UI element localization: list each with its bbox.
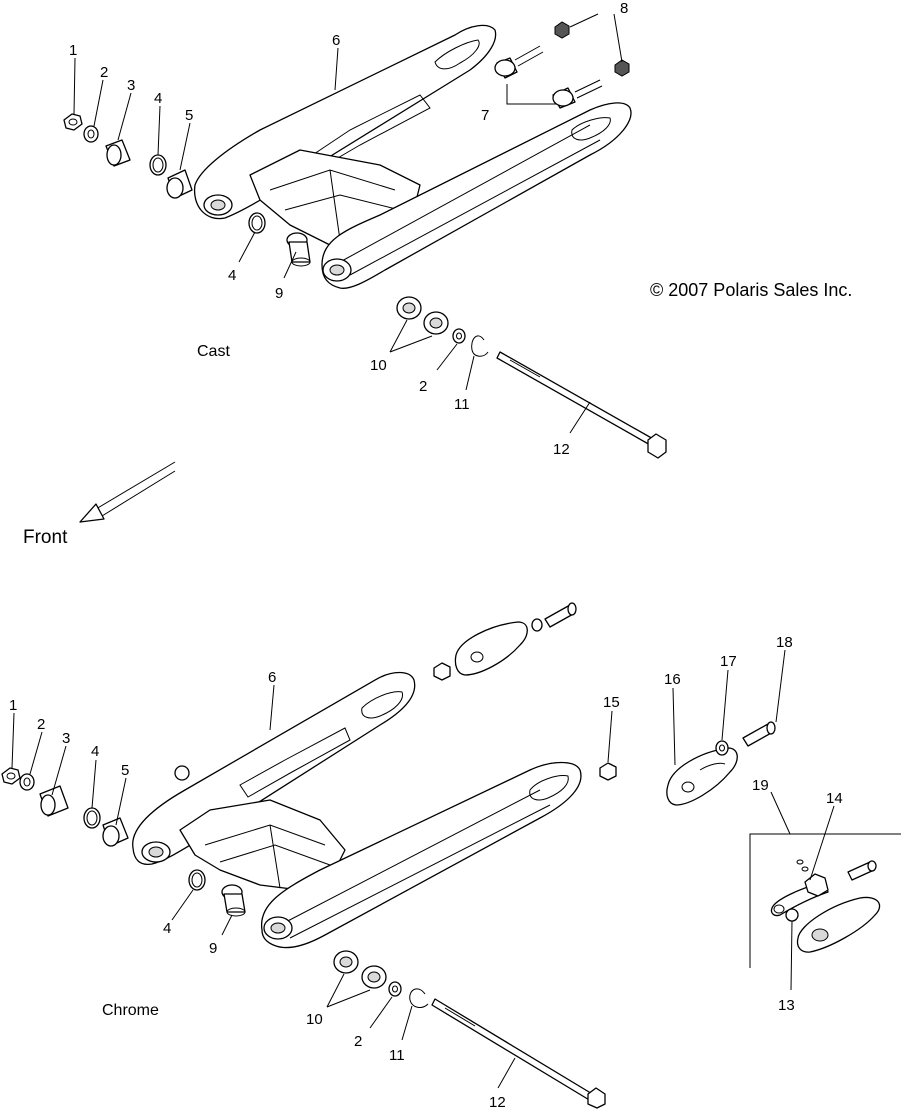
cast-crossbrace-ribs: [269, 169, 401, 241]
cast-callout-2: 2: [100, 64, 108, 81]
cast-axle-bore-inner: [329, 264, 345, 276]
chrome-axle-bearing-1: [333, 950, 359, 974]
chrome-callout-1: 1: [9, 697, 17, 714]
chrome-upper-slot: [361, 691, 404, 719]
cast-swingarm-lower-arm: [321, 102, 632, 289]
chrome-ring-lower: [188, 869, 206, 891]
chrome-adjuster-nut: [599, 762, 617, 781]
cast-callout-6: 6: [332, 32, 340, 49]
chrome-callout-10: 10: [306, 1011, 323, 1028]
front-label: Front: [23, 527, 68, 548]
cast-callout-12: 12: [553, 441, 570, 458]
chrome-upper-adjuster-block: [433, 602, 577, 681]
chrome-callout-9: 9: [209, 940, 217, 957]
chrome-callout-16: 16: [664, 671, 681, 688]
chrome-callout-14: 14: [826, 790, 843, 807]
cast-shock-hardware: [494, 21, 630, 109]
cast-pivot-retaining-ring: [149, 154, 167, 176]
chrome-callout-4: 4: [91, 743, 99, 760]
cast-axle-washer: [452, 328, 466, 344]
cast-axle-bearing-2: [423, 311, 449, 335]
chrome-crossbrace-ribs: [204, 824, 331, 889]
cast-callout-4: 4: [154, 90, 162, 107]
chrome-upper-window: [239, 727, 351, 798]
chrome-axle-bore-inner: [270, 922, 286, 934]
cast-pivot-washer: [83, 125, 99, 143]
cast-callout-4b: 4: [228, 267, 236, 284]
cast-callout-5: 5: [185, 107, 193, 124]
cast-pivot-nut: [63, 113, 83, 131]
chrome-leader-lines: [11, 649, 835, 1089]
chrome-callout-12: 12: [489, 1094, 506, 1109]
cast-flanged-bushing: [286, 232, 311, 267]
chrome-swingarm-lower-arm: [260, 761, 582, 949]
chrome-axle-retaining-ring: [409, 988, 429, 1008]
cast-callout-10: 10: [370, 357, 387, 374]
chrome-callout-17: 17: [720, 653, 737, 670]
chrome-callout-6: 6: [268, 669, 276, 686]
chrome-lower-arm-highlight: [279, 789, 551, 939]
chrome-lower-slot: [529, 775, 569, 801]
cast-callout-8: 8: [620, 0, 628, 17]
cast-lower-arm-highlight: [339, 124, 601, 276]
chrome-adjuster-bolt: [742, 721, 776, 747]
copyright-notice: © 2007 Polaris Sales Inc.: [650, 280, 852, 300]
chrome-callout-5: 5: [121, 762, 129, 779]
chrome-callout-4b: 4: [163, 920, 171, 937]
cast-assembly: 1 2 3 4 5 6 7 8 4 9 10 2 11 12 Cast: [63, 0, 667, 459]
chrome-callout-13: 13: [778, 997, 795, 1014]
chrome-pivot-stub: [174, 765, 190, 781]
cast-callout-9: 9: [275, 285, 283, 302]
cast-lower-slot: [571, 117, 611, 141]
cast-axle-retaining-ring: [471, 335, 489, 357]
front-arrow-icon: [79, 461, 176, 523]
cast-callout-2b: 2: [419, 378, 427, 395]
chrome-pivot-bore-inner: [148, 846, 164, 858]
chrome-pivot-washer: [19, 773, 35, 791]
chrome-callout-11: 11: [389, 1047, 405, 1064]
cast-leader-lines: [73, 13, 623, 434]
chrome-pivot-retaining-ring: [83, 807, 101, 829]
cast-axle-bolt: [496, 351, 667, 459]
chrome-assembly: 1 2 3 4 5 6 18 17 16 15 19 14 4 9 13 10 …: [1, 602, 901, 1109]
chrome-callout-15: 15: [603, 694, 620, 711]
chrome-pivot-spacer: [39, 785, 69, 817]
cast-pivot-bushing: [166, 169, 193, 199]
cast-callout-11: 11: [454, 396, 470, 413]
chrome-callout-18: 18: [776, 634, 793, 651]
cast-ring-lower: [248, 212, 266, 234]
cast-pivot-bore-inner: [210, 199, 226, 211]
cast-caption: Cast: [197, 343, 230, 360]
chrome-axle-washer: [388, 981, 402, 997]
chrome-callout-3: 3: [62, 730, 70, 747]
cast-callout-1: 1: [69, 42, 77, 59]
cast-axle-bearing-1: [396, 296, 422, 320]
chrome-axle-bolt: [431, 998, 606, 1109]
chrome-flanged-bushing: [221, 884, 246, 917]
chrome-callout-2b: 2: [354, 1033, 362, 1050]
chrome-inset-kit-19: [749, 833, 901, 968]
cast-callout-7: 7: [481, 107, 489, 124]
chrome-right-adjuster-block: [666, 747, 738, 806]
chrome-callout-2: 2: [37, 716, 45, 733]
cast-swingarm-upper-slot: [434, 39, 480, 70]
chrome-pivot-nut: [1, 767, 21, 785]
chrome-caption: Chrome: [102, 1002, 159, 1019]
chrome-axle-bearing-2: [361, 965, 387, 989]
cast-pivot-spacer: [105, 139, 131, 167]
chrome-pivot-bushing: [102, 817, 129, 847]
chrome-adjuster-washer: [715, 740, 729, 756]
chrome-callout-19: 19: [752, 777, 769, 794]
cast-callout-3: 3: [127, 77, 135, 94]
